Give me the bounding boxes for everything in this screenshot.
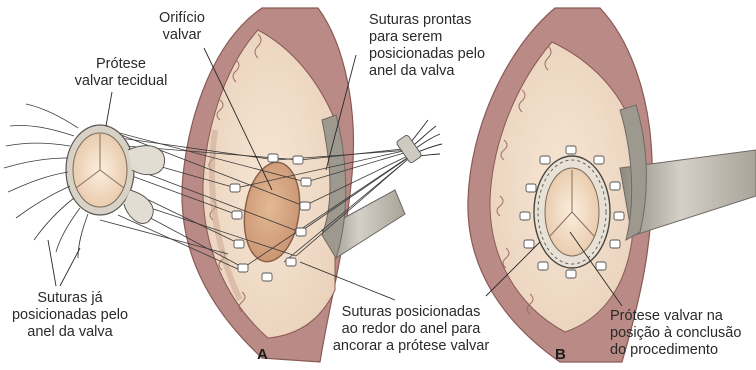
- panel-b-retractor: [620, 105, 756, 240]
- label-sutures-ready: Suturas prontas para serem posicionadas …: [369, 12, 509, 80]
- label-sutures-already-placed: Suturas já posicionadas pelo anel da val…: [5, 290, 135, 341]
- panel-b-seated-prosthesis: [534, 156, 610, 268]
- panel-a-tissue-prosthesis: [66, 125, 165, 223]
- label-sutures-around-annulus: Suturas posicionadas ao redor do anel pa…: [326, 304, 496, 355]
- label-tissue-prosthesis: Prótese valvar tecidual: [66, 56, 176, 90]
- panel-letter-a: A: [257, 346, 268, 363]
- panel-a-suture-bundle: [396, 120, 442, 164]
- panel-letter-b: B: [555, 346, 566, 363]
- label-prosthesis-final-position: Prótese valvar na posição à conclusão do…: [610, 308, 752, 359]
- label-valve-orifice: Orifício valvar: [146, 10, 218, 44]
